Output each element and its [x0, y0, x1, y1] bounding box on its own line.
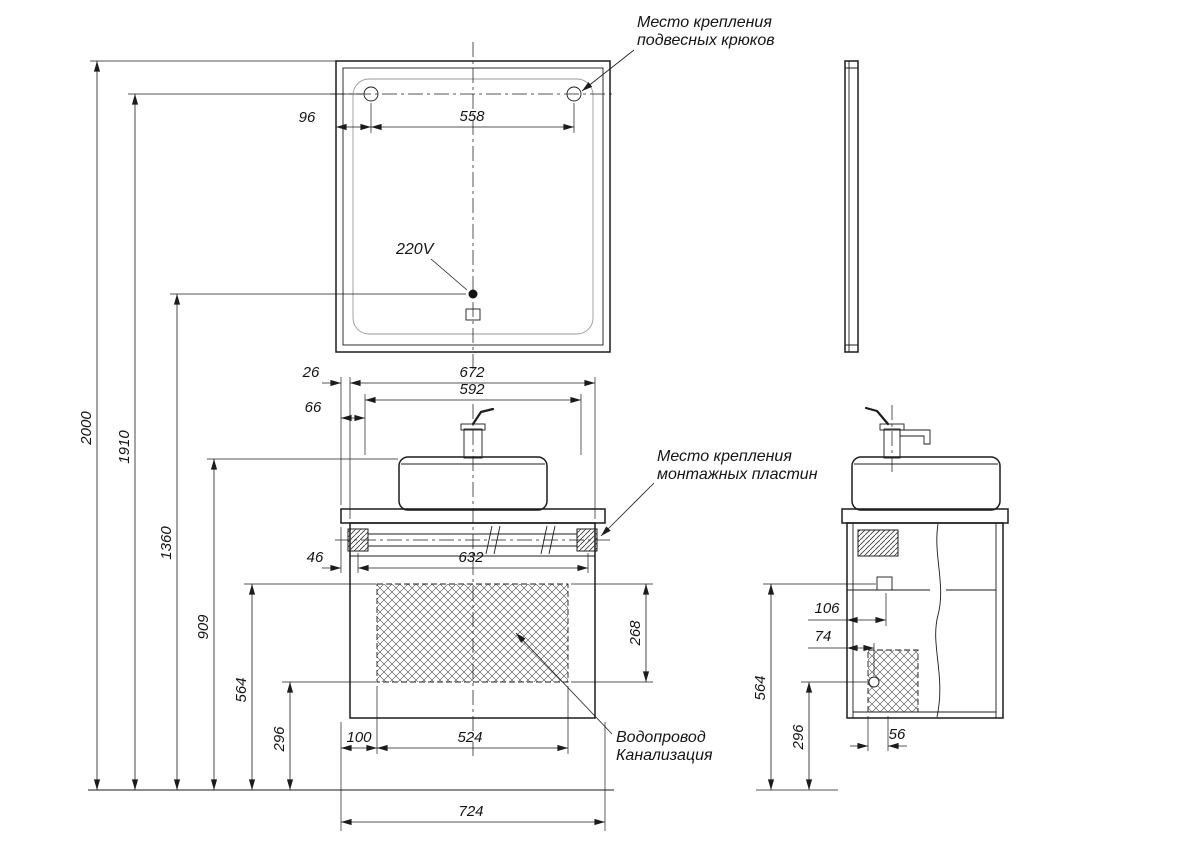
mirror-side-slab	[844, 60, 859, 353]
bottom-extension-lines	[340, 583, 653, 831]
dim-text-hook-spacing: 558	[459, 108, 485, 125]
callouts: Место крепления подвесных крюков 220V Ме…	[395, 14, 818, 764]
dim-text-plate-spacing: 632	[458, 549, 484, 566]
faucet-side	[864, 405, 931, 472]
mirror-dimensions: 96 558	[299, 103, 575, 133]
plates-note-leader	[600, 482, 655, 537]
cabinet-front	[349, 522, 596, 719]
hanging-hook-left	[363, 86, 379, 102]
mounting-rail-lines	[368, 533, 577, 547]
side-dimensions: 106 74 564 296 56	[752, 583, 907, 791]
section-break-wavy-line	[935, 523, 942, 718]
power-note-leader	[430, 258, 468, 291]
dim-text-counter-overhang: 26	[302, 364, 320, 381]
dim-text-side-drain-height: 296	[790, 724, 807, 751]
mirror-side-caps	[845, 67, 858, 346]
drain-pipe	[868, 676, 880, 688]
hooks-note-line2: подвесных крюков	[637, 32, 775, 49]
dim-text-plate-offset: 46	[307, 549, 324, 566]
hooks-note-line1: Место крепления	[637, 14, 772, 31]
dim-text-total-height: 2000	[78, 411, 95, 446]
touch-switch	[465, 308, 481, 321]
dim-text-outlet-height: 1360	[158, 526, 175, 560]
vanity-top-dimensions: 26 672 592 66	[302, 364, 596, 519]
dim-text-cabinet-width: 672	[459, 364, 485, 381]
dim-text-drain-height: 296	[271, 726, 288, 753]
dim-text-service-width: 524	[457, 729, 482, 746]
top-extension-lines	[340, 377, 596, 519]
dim-text-drain-depth: 74	[815, 628, 832, 645]
faucet-spout-side	[899, 429, 931, 445]
plumbing-note-line1: Водопровод	[616, 729, 706, 746]
plumbing-zone-front	[376, 583, 569, 683]
mirror-side-view	[844, 60, 859, 353]
vanity-side-view	[841, 405, 1009, 719]
countertop-side	[841, 508, 1009, 524]
dim-text-service-offset: 100	[346, 729, 372, 746]
dim-text-side-water-height: 564	[752, 675, 769, 700]
side-extension-lines	[756, 583, 889, 791]
dim-text-service-height: 268	[627, 620, 644, 647]
dim-text-total-width: 724	[458, 803, 483, 820]
power-connection-dot	[468, 289, 478, 299]
dim-text-basin-height: 909	[195, 614, 212, 640]
dim-text-water-height: 564	[233, 677, 250, 702]
dim-text-water-depth: 106	[814, 600, 840, 617]
plates-note-line2: монтажных пластин	[657, 466, 818, 483]
vanity-front-view	[335, 404, 610, 756]
dim-text-drain-offset: 56	[889, 726, 906, 743]
plumbing-note-leader	[515, 632, 613, 735]
plumbing-note-line2: Канализация	[616, 747, 713, 764]
rail-break-marks	[485, 525, 556, 555]
faucet-lever-side	[864, 406, 890, 426]
faucet-lever-front	[471, 407, 495, 426]
faucet-front	[460, 407, 495, 459]
dim-text-inner-offset: 66	[305, 399, 322, 416]
hanging-hook-right	[566, 86, 582, 102]
basin-bowl-side	[851, 456, 1001, 511]
dim-text-hook-offset: 96	[299, 109, 316, 126]
water-supply-fitting	[876, 576, 893, 591]
mounting-plate-dimensions: 46 632	[307, 527, 589, 573]
plates-note-line1: Место крепления	[657, 448, 792, 465]
mounting-plate-side	[857, 529, 899, 557]
dim-text-hooks-height: 1910	[116, 430, 133, 464]
dim-text-inner-width: 592	[459, 381, 485, 398]
height-extension-lines	[90, 60, 466, 683]
vanity-bottom-dimensions: 100 524 268 724	[340, 583, 653, 831]
hooks-note-leader	[581, 49, 635, 92]
height-dimensions: 2000 1910 1360 909 564 296	[78, 60, 614, 791]
mirror-front-view	[330, 42, 616, 372]
power-note: 220V	[395, 241, 435, 258]
